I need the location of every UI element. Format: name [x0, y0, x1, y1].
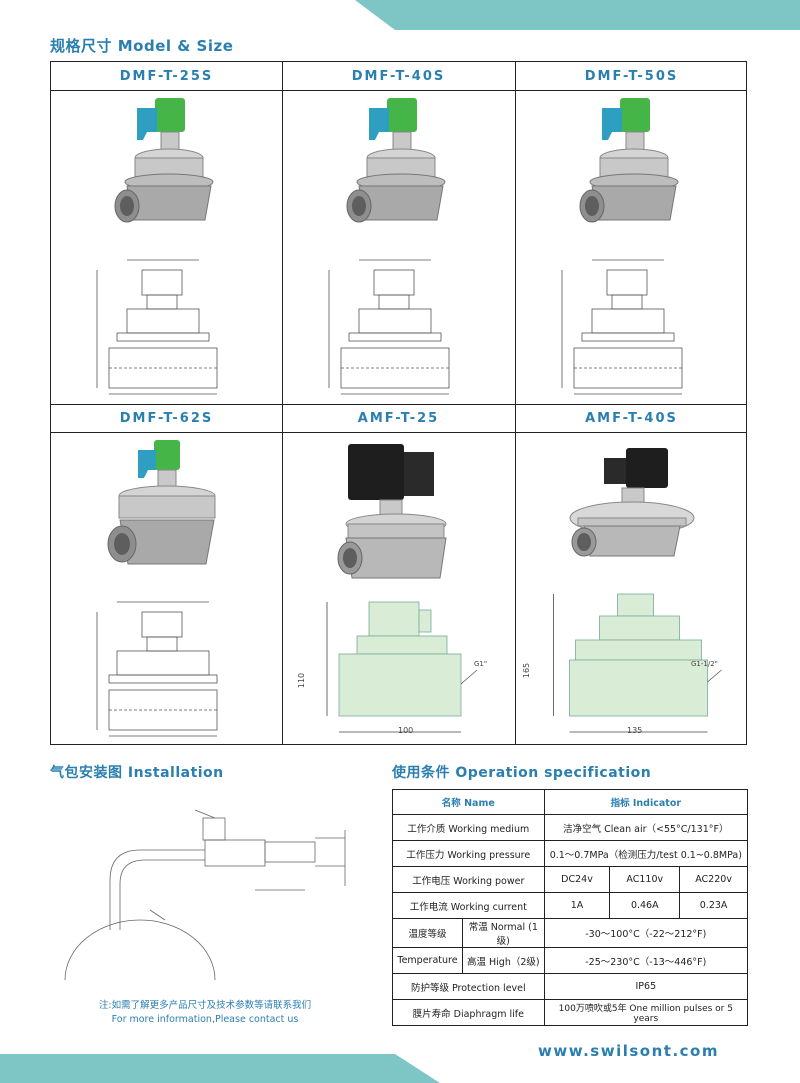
- spec-label: 工作电压 Working power: [392, 866, 545, 893]
- spec-sublabel: 常温 Normal (1级): [461, 918, 545, 948]
- spec-row-medium: 工作介质 Working medium 洁净空气 Clean air（<55°C…: [392, 814, 749, 841]
- dimension-drawing: [328, 259, 449, 395]
- dim-thread-label: G1-1/2": [691, 660, 718, 668]
- model-name: AMF-T-25: [357, 411, 440, 426]
- spec-value: DC24v: [543, 866, 611, 893]
- spec-row-voltage: 工作电压 Working power DC24v AC110v AC220v: [392, 866, 748, 893]
- spec-row-temp-high: Temperature 高温 High（2级) -25～230°C（-13～44…: [392, 947, 749, 974]
- spec-label: 防护等级 Protection level: [392, 973, 545, 1000]
- installation-note-cn: 注:如需了解更多产品尺寸及技术参数等请联系我们: [98, 1000, 312, 1011]
- spec-value: -30～100°C（-22～212°F): [543, 918, 749, 948]
- dim-height-label: 110: [297, 672, 307, 689]
- product-cell-dmf-t-25s: DMF-T-25S: [51, 62, 282, 404]
- valve-photo: [107, 440, 215, 565]
- dim-height-label: 165: [522, 662, 532, 679]
- spec-label: 工作压力 Working pressure: [392, 840, 545, 867]
- spec-value: 0.46A: [609, 892, 681, 919]
- spec-header-name: 名称 Name: [392, 789, 545, 815]
- spec-row-temp-normal: 温度等级 常温 Normal (1级) -30～100°C（-22～212°F): [392, 918, 749, 948]
- spec-value: IP65: [543, 973, 749, 1000]
- size-section-title: 规格尺寸 Model & Size: [50, 37, 234, 55]
- dimension-drawing: [96, 259, 217, 395]
- dim-width-label: 100: [398, 726, 414, 735]
- spec-row-protection: 防护等级 Protection level IP65: [392, 973, 749, 1000]
- spec-value: AC220v: [679, 866, 748, 893]
- product-cell-dmf-t-40s: DMF-T-40S: [282, 62, 515, 404]
- spec-sublabel: 高温 High（2级): [461, 947, 545, 974]
- model-name: DMF-T-40S: [351, 69, 446, 84]
- model-name: DMF-T-25S: [119, 69, 214, 84]
- spec-label: 膜片寿命 Diaphragm life: [392, 999, 545, 1026]
- spec-header-indicator: 指标 Indicator: [543, 789, 749, 815]
- valve-photo: [346, 98, 445, 223]
- dimension-drawing: [552, 593, 722, 733]
- spec-header-row: 名称 Name 指标 Indicator: [392, 789, 749, 815]
- valve-photo: [114, 98, 213, 223]
- spec-label: 工作电流 Working current: [392, 892, 545, 919]
- valve-photo: [337, 444, 447, 579]
- dimension-drawing: [326, 601, 477, 733]
- spec-value: -25～230°C（-13～446°F): [543, 947, 749, 974]
- installation-diagram: [64, 809, 346, 981]
- spec-value: 100万喷吹或5年 One million pulses or 5 years: [543, 999, 749, 1026]
- installation-title: 气包安装图 Installation: [50, 765, 224, 781]
- spec-row-current: 工作电流 Working current 1A 0.46A 0.23A: [392, 892, 748, 919]
- spec-label: 工作介质 Working medium: [392, 814, 545, 841]
- top-decor-bar: [355, 0, 800, 30]
- spec-value: 0.1～0.7MPa（检测压力/test 0.1~0.8MPa): [543, 840, 749, 867]
- product-cell-amf-t-25: AMF-T-25 110 100 G1": [282, 404, 515, 746]
- spec-value: 1A: [543, 892, 611, 919]
- model-name: DMF-T-62S: [119, 411, 214, 426]
- spec-row-pressure: 工作压力 Working pressure 0.1～0.7MPa（检测压力/te…: [392, 840, 749, 867]
- product-cell-amf-t-40s: AMF-T-40S 165 135 G1-1/2": [515, 404, 748, 746]
- dimension-drawing: [561, 259, 682, 395]
- model-name: DMF-T-50S: [584, 69, 679, 84]
- product-cell-dmf-t-62s: DMF-T-62S: [51, 404, 282, 746]
- spec-label: Temperature: [392, 947, 463, 974]
- valve-photo: [579, 98, 678, 223]
- dim-thread-label: G1": [474, 660, 488, 668]
- dim-width-label: 135: [627, 726, 643, 735]
- website-link[interactable]: www.swilsont.com: [538, 1042, 719, 1060]
- dimension-drawing: [96, 601, 217, 737]
- bottom-decor-bar: [0, 1054, 440, 1083]
- spec-value: AC110v: [609, 866, 681, 893]
- spec-row-life: 膜片寿命 Diaphragm life 100万喷吹或5年 One millio…: [392, 999, 749, 1026]
- spec-label: 温度等级: [392, 918, 463, 948]
- installation-note-en: For more information,Please contact us: [111, 1014, 299, 1025]
- product-cell-dmf-t-50s: DMF-T-50S: [515, 62, 748, 404]
- spec-title: 使用条件 Operation specification: [392, 765, 652, 781]
- spec-value: 0.23A: [679, 892, 748, 919]
- spec-table: 名称 Name 指标 Indicator 工作介质 Working medium…: [392, 789, 749, 1026]
- valve-photo: [569, 448, 694, 557]
- product-grid: DMF-T-25S DMF-T-40S: [50, 61, 747, 745]
- model-name: AMF-T-40S: [585, 411, 678, 426]
- spec-value: 洁净空气 Clean air（<55°C/131°F）: [543, 814, 749, 841]
